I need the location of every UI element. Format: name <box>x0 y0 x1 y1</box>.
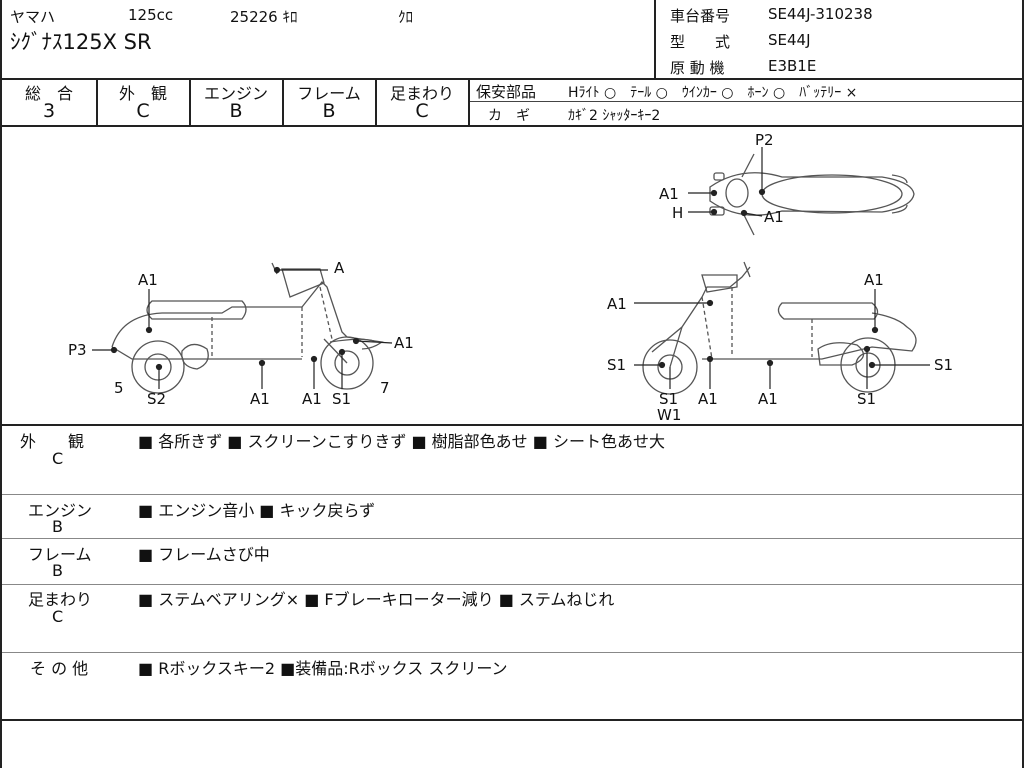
label-right-a1-left: A1 <box>607 295 627 313</box>
frame-no: SE44J-310238 <box>768 5 873 23</box>
grade-label-overall: 総 合 <box>24 84 73 103</box>
section-engine-items: ■ エンジン音小 ■ キック戻らず <box>138 501 376 520</box>
grade-divider <box>375 78 377 126</box>
label-right-a1-right: A1 <box>864 271 884 289</box>
section-suspension-grade: C <box>52 607 64 626</box>
type-label: 型 式 <box>670 33 731 51</box>
grade-label-frame: フレーム <box>297 84 361 103</box>
label-left-a1-b2: A1 <box>302 390 322 408</box>
grade-value-frame: B <box>322 100 336 122</box>
section-suspension-items: ■ ステムベアリング× ■ Fブレーキローター減り ■ ステムねじれ <box>138 590 615 609</box>
label-right-a1-b1: A1 <box>698 390 718 408</box>
safety-items: Hﾗｲﾄ ○ ﾃｰﾙ ○ ｳｲﾝｶｰ ○ ﾎｰﾝ ○ ﾊﾞｯﾃﾘｰ × <box>568 85 858 101</box>
label-top-h: H <box>672 204 683 222</box>
section-exterior-items: ■ 各所きず ■ スクリーンこすりきず ■ 樹脂部色あせ ■ シート色あせ大 <box>138 432 665 451</box>
grade-value-suspension: C <box>415 100 429 122</box>
label-left-a1-top: A1 <box>138 271 158 289</box>
type-value: SE44J <box>768 31 811 49</box>
key-value: ｶｷﾞ2 ｼｬｯﾀｰｷｰ2 <box>568 108 661 124</box>
label-left-a1-front: A1 <box>394 334 414 352</box>
section-suspension-head: 足まわり <box>28 590 93 609</box>
grade-label-engine: エンジン <box>203 84 268 103</box>
grade-divider <box>282 78 284 126</box>
label-left-p3: P3 <box>68 341 87 359</box>
grade-value-overall: 3 <box>42 100 56 122</box>
label-left-a1-b1: A1 <box>250 390 270 408</box>
section-separator <box>2 652 1022 653</box>
diagram-top-rule <box>2 125 1022 127</box>
label-right-s1-b2: S1 <box>857 390 876 408</box>
scooter-diagram: P2 A1 H A1 A A1 P3 A1 5 S2 A1 A1 S1 7 A1… <box>68 131 953 423</box>
grade-value-engine: B <box>229 100 243 122</box>
section-frame-items: ■ フレームさび中 <box>138 545 270 564</box>
diagram-bottom-rule <box>2 424 1022 426</box>
label-top-p2: P2 <box>755 131 774 149</box>
section-exterior-grade: C <box>52 449 64 468</box>
section-other-head: そ の 他 <box>30 659 89 678</box>
label-top-a1-left: A1 <box>659 185 679 203</box>
mileage: 25226 ｷﾛ <box>230 8 298 26</box>
engine-label: 原 動 機 <box>670 59 725 77</box>
right-view-scooter <box>642 261 917 395</box>
label-right-s1-left: S1 <box>607 356 626 374</box>
grade-label-exterior: 外 観 <box>118 84 167 103</box>
label-left-s1: S1 <box>332 390 351 408</box>
engine-value: E3B1E <box>768 57 817 75</box>
section-separator <box>2 538 1022 539</box>
grade-value-exterior: C <box>136 100 150 122</box>
label-right-s1-bottom: S1 <box>659 390 678 408</box>
model-name: ｼｸﾞﾅｽ125X SR <box>10 30 152 54</box>
color: ｸﾛ <box>398 8 414 26</box>
label-left-5: 5 <box>114 379 124 397</box>
label-right-a1-b2: A1 <box>758 390 778 408</box>
label-right-w1: W1 <box>657 406 681 423</box>
label-left-s2: S2 <box>147 390 166 408</box>
grade-divider <box>468 78 470 126</box>
section-other-items: ■ Rボックスキー2 ■装備品:Rボックス スクリーン <box>138 659 508 678</box>
section-engine-grade: B <box>52 517 63 536</box>
safety-rule <box>470 101 1022 102</box>
top-view-scooter <box>709 153 915 236</box>
left-view-scooter <box>111 262 384 394</box>
grade-label-suspension: 足まわり <box>389 84 454 103</box>
label-top-a1-right: A1 <box>764 208 784 226</box>
safety-label: 保安部品 <box>476 83 537 101</box>
grade-divider <box>189 78 191 126</box>
grade-divider <box>96 78 98 126</box>
header-divider <box>654 0 656 78</box>
label-left-a: A <box>334 259 345 277</box>
frame-no-label: 車台番号 <box>670 7 731 25</box>
displacement: 125cc <box>128 6 174 24</box>
section-exterior-head: 外 観 <box>20 432 85 451</box>
header-rule <box>2 78 1022 80</box>
section-separator <box>2 494 1022 495</box>
label-right-s1-right: S1 <box>934 356 953 374</box>
key-label: カ ギ <box>488 108 530 124</box>
footer-rule <box>2 719 1022 721</box>
section-frame-head: フレーム <box>28 545 92 564</box>
section-frame-grade: B <box>52 561 63 580</box>
section-engine-head: エンジン <box>28 501 93 520</box>
section-separator <box>2 584 1022 585</box>
label-left-7: 7 <box>380 379 390 397</box>
maker: ヤマハ <box>10 8 56 26</box>
